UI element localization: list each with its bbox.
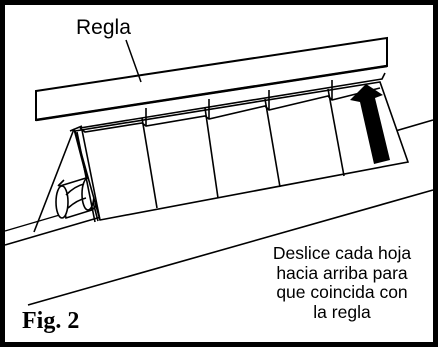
figure-label: Fig. 2 <box>22 308 80 334</box>
sheets-stack <box>73 72 410 223</box>
instruction-text: Deslice cada hoja hacia arriba para que … <box>262 243 422 322</box>
surface-line-lower <box>27 189 434 306</box>
instruction-line: Deslice cada hoja <box>272 243 412 263</box>
up-arrow-icon <box>350 84 390 164</box>
instruction-line: la regla <box>313 301 371 322</box>
instruction-line: hacia arriba para <box>276 262 408 283</box>
ruler-leader-line <box>125 39 142 83</box>
ruler <box>35 36 388 122</box>
instruction-line: que coincida con <box>276 282 408 302</box>
ruler-label: Regla <box>76 16 131 39</box>
